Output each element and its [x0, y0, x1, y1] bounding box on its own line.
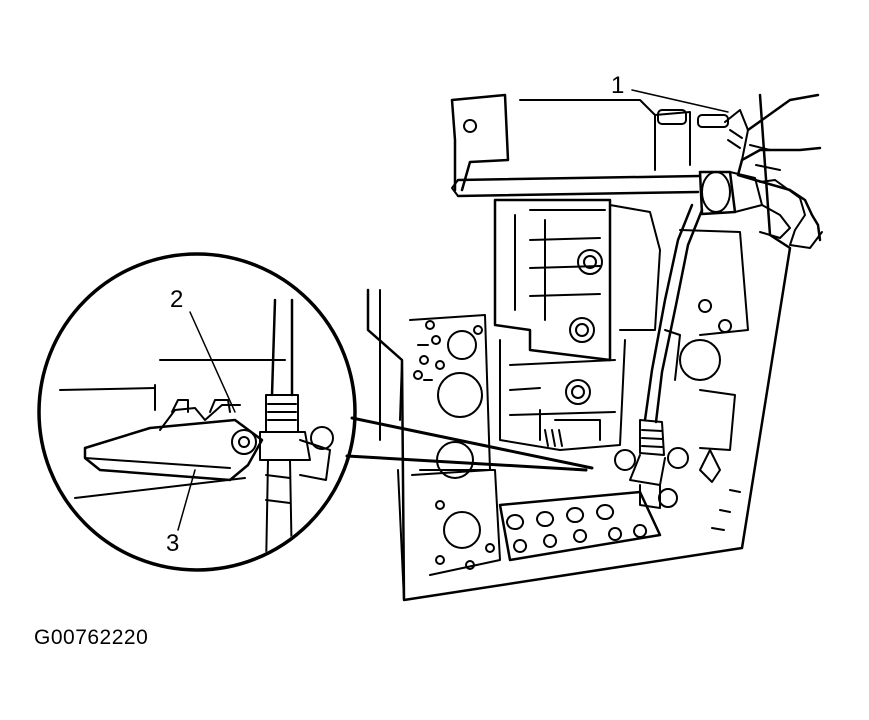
hand-holding-tool [698, 93, 823, 249]
filler-tube [614, 203, 704, 509]
detail-magnifier [37, 252, 594, 572]
callout-1: 1 [611, 72, 625, 99]
detail-circle [37, 252, 357, 572]
leader-lines [177, 89, 729, 531]
callout-2: 2 [170, 286, 184, 313]
figure-code: G00762220 [34, 626, 149, 649]
callout-3: 3 [166, 530, 180, 557]
